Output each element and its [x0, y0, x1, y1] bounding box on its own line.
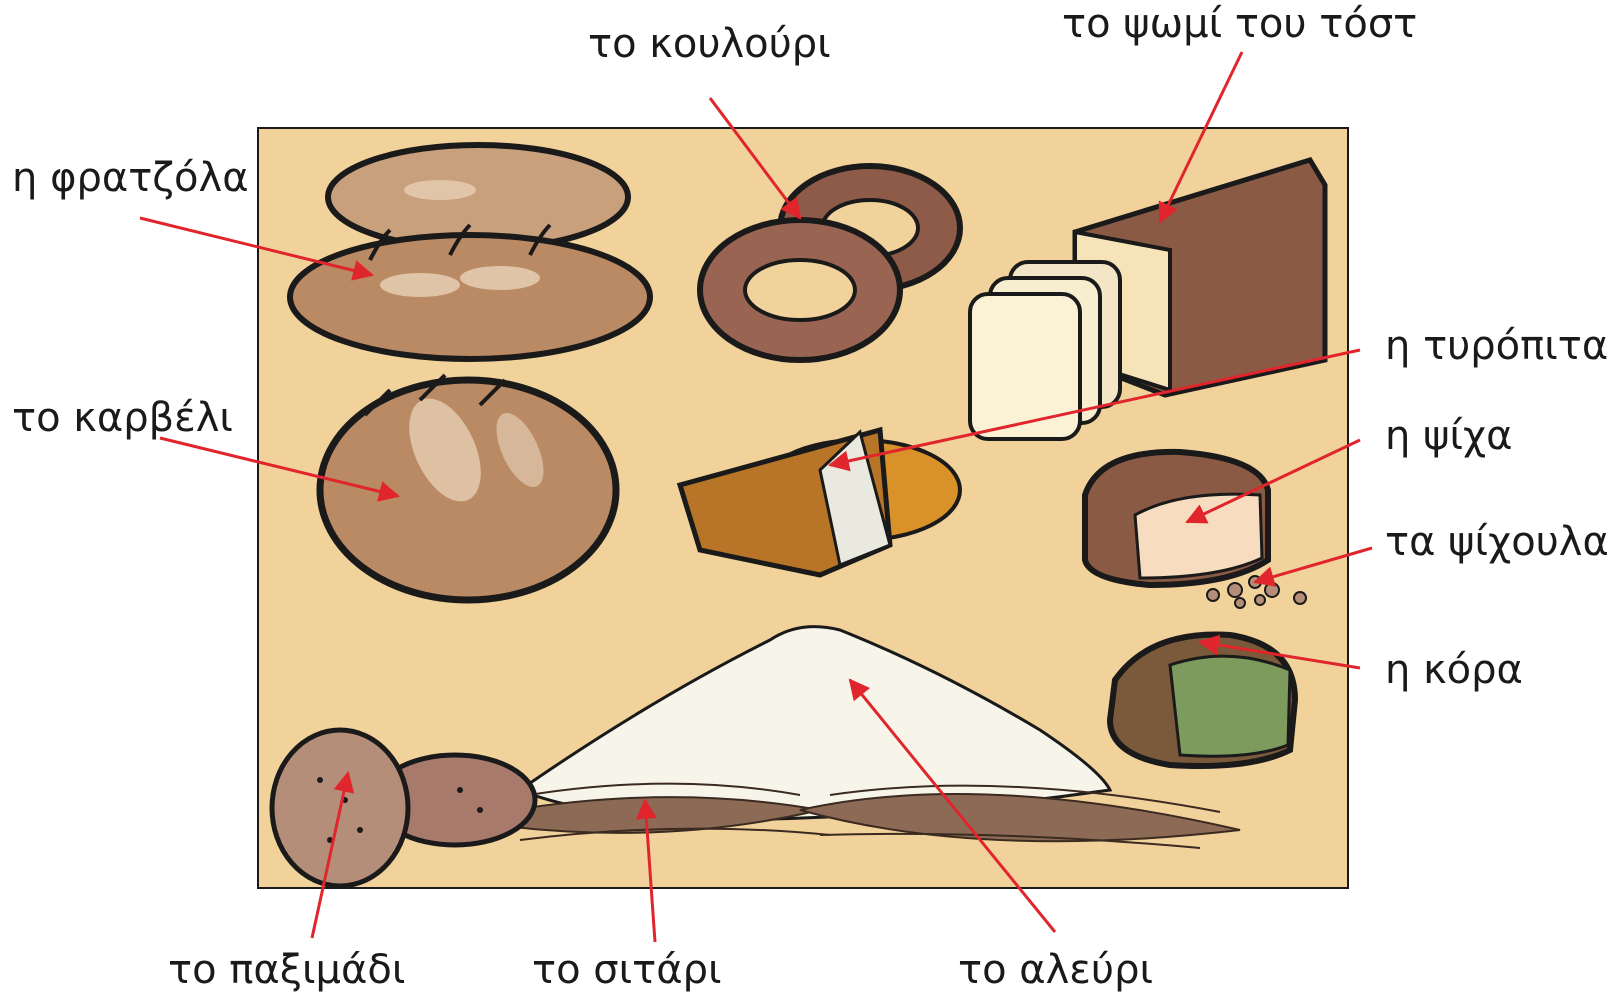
label-koulouri: το κουλούρι: [588, 24, 831, 64]
label-paximadi: το παξιμάδι: [168, 950, 405, 990]
label-psichoula: τα ψίχουλα: [1385, 522, 1609, 562]
label-karveli: το καρβέλι: [12, 398, 233, 438]
label-psomi-tost: το ψωμί του τόστ: [1062, 4, 1417, 44]
frantzola-loaf: [290, 145, 650, 359]
label-aleuri: το αλεύρι: [958, 950, 1153, 990]
label-tyropita: η τυρόπιτα: [1385, 326, 1608, 366]
label-kora: η κόρα: [1385, 650, 1523, 690]
label-sitari: το σιτάρι: [532, 950, 722, 990]
label-psicha: η ψίχα: [1385, 416, 1512, 456]
label-frantzola: η φρατζόλα: [12, 158, 249, 198]
psicha-bread-piece: [1085, 452, 1268, 585]
